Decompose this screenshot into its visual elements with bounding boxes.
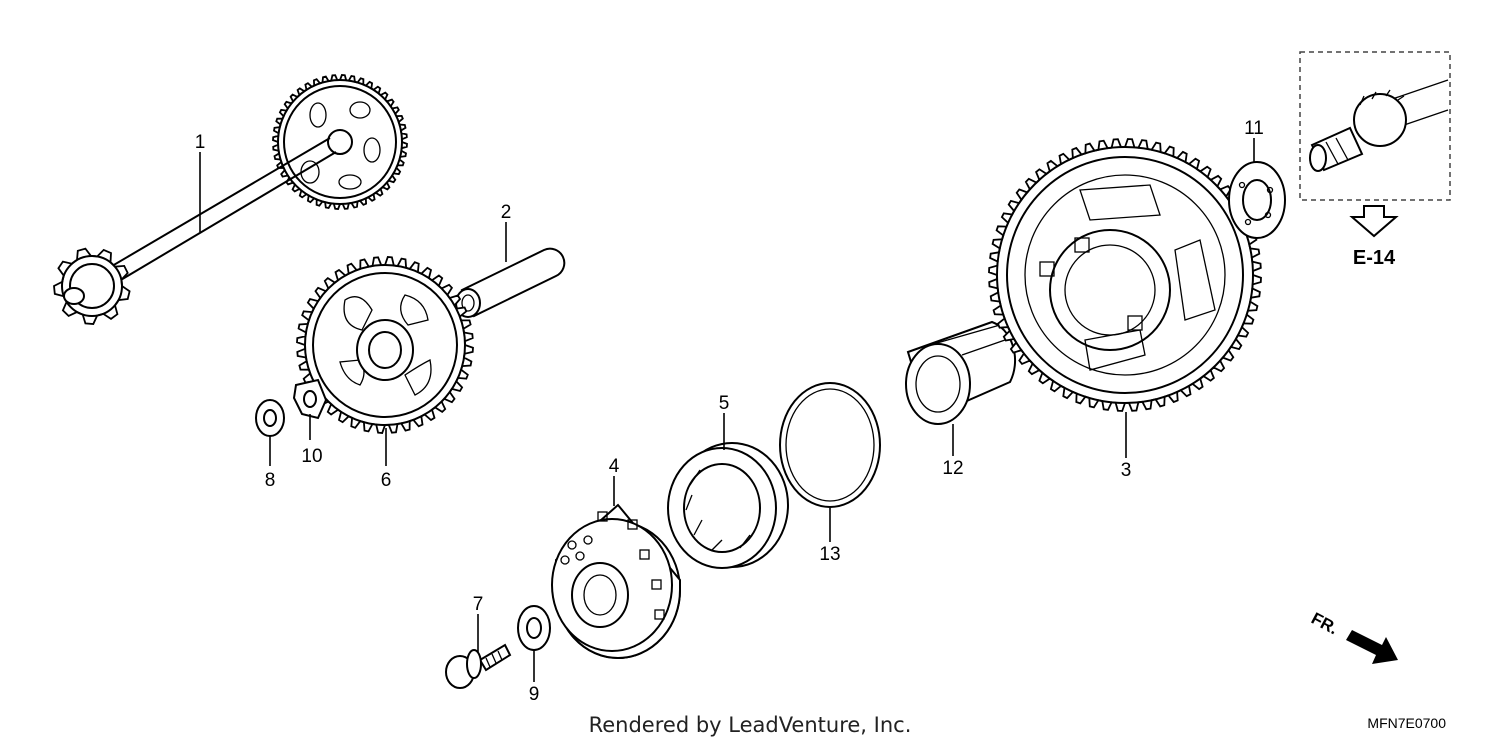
front-arrow-icon [1346,630,1398,664]
part-10-lock-washer [292,378,328,420]
callout-7: 7 [473,594,484,615]
render-credit: Rendered by LeadVenture, Inc. [589,713,912,737]
part-4-clutch-outer [551,503,681,659]
callout-labels: 1 2 3 4 5 6 7 8 9 10 11 12 13 [195,118,1264,705]
callout-4: 4 [609,456,620,477]
front-direction-label: FR. [1308,609,1341,639]
diagram-code: MFN7E0700 [1367,715,1446,731]
callout-6: 6 [381,470,392,491]
reference-inset: E-14 [1299,51,1451,269]
shaft-pinion-gear [61,255,123,317]
part-1-reduction-shaft [53,74,408,325]
callout-5: 5 [719,393,730,414]
callout-2: 2 [501,202,512,223]
part-11-thrust-washer [1228,161,1286,239]
part-12-needle-bearing [905,320,1017,425]
callout-13: 13 [819,544,840,565]
part-2-collar [455,247,566,318]
callout-8: 8 [265,470,276,491]
front-direction-indicator: FR. [1308,609,1398,664]
callout-9: 9 [529,684,540,705]
callout-11: 11 [1244,118,1264,139]
callout-12: 12 [942,458,963,479]
part-8-washer [255,399,285,437]
part-7-flange-bolt [445,643,512,689]
callout-1: 1 [195,132,206,153]
part-5-one-way-clutch [667,442,789,569]
part-6-driven-gear [296,256,474,434]
reference-label: E-14 [1353,247,1396,269]
callout-3: 3 [1121,460,1132,481]
callout-10: 10 [301,446,322,467]
part-13-snap-ring [779,382,881,508]
part-9-washer [517,605,551,651]
leader-lines [199,138,1255,682]
part-3-starter-driven-gear [988,138,1262,412]
reference-arrow-icon [1349,205,1399,238]
inset-border [1299,51,1451,201]
shaft-large-gear [277,79,403,205]
